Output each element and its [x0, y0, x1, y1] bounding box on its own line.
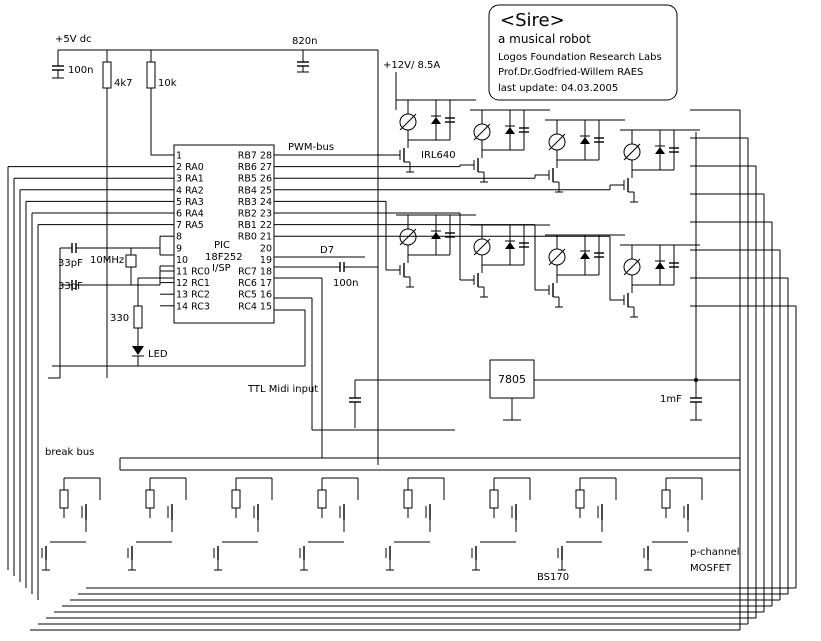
driver-stages	[386, 99, 700, 318]
driver-stage	[386, 214, 476, 288]
regulator: 7805 1mF	[355, 132, 741, 458]
pic-pin-right: RB5 26	[238, 174, 272, 185]
pic-pin-right: RC6 17	[238, 278, 272, 289]
port-wires	[7, 109, 797, 631]
pic-pin-left: 11 RC0	[176, 267, 210, 278]
pic-pin-right: RB1 22	[238, 220, 272, 231]
title-block: <Sire> a musical robot Logos Foundation …	[488, 4, 678, 101]
pic-pin-left: 8	[176, 232, 182, 243]
supply-top: +5V dc 100n 4k7 10k 820n	[52, 34, 379, 465]
pic-pin-left: 14 RC3	[176, 301, 210, 312]
pic-pin-right: RB7 28	[238, 151, 272, 162]
pic-pin-left: 4 RA2	[176, 185, 204, 196]
pic-pin-left: 9	[176, 243, 182, 254]
resistor-10k	[146, 61, 156, 89]
label-cap-820n: 820n	[292, 36, 317, 47]
break-stage	[643, 477, 703, 571]
pic-pin-left: 13 RC2	[176, 290, 210, 301]
subtitle-text: a musical robot	[498, 32, 591, 46]
label-cap-100n-mid: 100n	[333, 278, 358, 289]
author-text: Prof.Dr.Godfried-Willem RAES	[498, 67, 643, 78]
label-1mf: 1mF	[660, 394, 682, 405]
label-d7: D7	[320, 245, 334, 256]
pic-pin-right: RB3 24	[238, 197, 272, 208]
label-res-10k: 10k	[158, 78, 177, 89]
label-7805: 7805	[498, 373, 526, 386]
label-ttl-midi: TTL Midi input	[247, 384, 318, 395]
label-pchannel-2: MOSFET	[690, 563, 732, 574]
pic-label-1: PIC	[214, 240, 230, 251]
pic-pin-left: 12 RC1	[176, 278, 210, 289]
org-text: Logos Foundation Research Labs	[498, 52, 662, 63]
pic-body	[173, 144, 275, 324]
pic-pin-right: RB4 25	[238, 185, 272, 196]
title-text: <Sire>	[500, 10, 565, 31]
pic-label-2: 18F252	[205, 252, 243, 263]
label-xtal: 10MHz	[90, 255, 124, 266]
driver-stage	[610, 244, 700, 318]
break-stage	[471, 477, 531, 571]
pic-pin-right: RC7 18	[238, 267, 272, 278]
label-pwm-bus: PWM-bus	[288, 142, 334, 153]
midi-section: D7 100n TTL Midi input	[247, 245, 455, 458]
label-33pf-a: 33pF	[58, 258, 83, 269]
driver-stage	[610, 129, 700, 203]
pic-pin-right: RB2 23	[238, 209, 272, 220]
label-5v: +5V dc	[55, 34, 92, 45]
label-33pf-b: 33pF	[58, 281, 83, 292]
break-stage	[213, 477, 273, 571]
label-led: LED	[148, 349, 168, 360]
break-stage	[299, 477, 359, 571]
pic-pin-right: 19	[260, 255, 272, 266]
oscillator: 10MHz 33pF 33pF	[58, 243, 174, 378]
break-stage	[127, 477, 187, 571]
pic-pin-left: 1	[176, 151, 182, 162]
pic-pin-left: 6 RA4	[176, 209, 204, 220]
pic-pin-left: 10	[176, 255, 188, 266]
driver-stage	[535, 234, 625, 308]
label-res-4k7: 4k7	[114, 78, 133, 89]
title-frame	[488, 4, 678, 101]
break-bus-stages	[41, 457, 740, 571]
driver-stage	[535, 119, 625, 193]
label-12v: +12V/ 8.5A	[383, 60, 440, 71]
crystal-10mhz	[125, 254, 137, 268]
pic-pin-left: 2 RA0	[176, 162, 204, 173]
pic-pin-left: 5 RA3	[176, 197, 204, 208]
pic-pin-right: 20	[260, 243, 272, 254]
pic-pin-right: RC4 15	[238, 301, 272, 312]
led-circuit: 330 LED	[48, 277, 306, 379]
driver-stage	[386, 99, 476, 173]
led-symbol	[132, 346, 144, 355]
pic-pin-right: RB6 27	[238, 162, 272, 173]
pic-pin-right: RB0 21	[238, 232, 272, 243]
resistor-4k7	[102, 61, 112, 89]
label-break-bus: break bus	[45, 447, 94, 458]
label-irl640: IRL640	[421, 150, 456, 161]
pic-pin-left: 7 RA5	[176, 220, 204, 231]
label-res-330: 330	[110, 313, 129, 324]
driver-stage	[460, 109, 550, 183]
break-stage	[385, 477, 445, 571]
resistor-330	[133, 305, 143, 329]
label-cap-100n-top: 100n	[68, 65, 93, 76]
label-bs170: BS170	[537, 572, 569, 583]
pic-pin-right: RC5 16	[238, 290, 272, 301]
update-text: last update: 04.03.2005	[498, 83, 618, 94]
break-stage	[557, 477, 617, 571]
label-pchannel-1: p-channel	[690, 547, 740, 558]
break-stage	[41, 477, 101, 571]
pic-label-3: I/SP	[212, 263, 231, 274]
pic-pin-left: 3 RA1	[176, 174, 204, 185]
